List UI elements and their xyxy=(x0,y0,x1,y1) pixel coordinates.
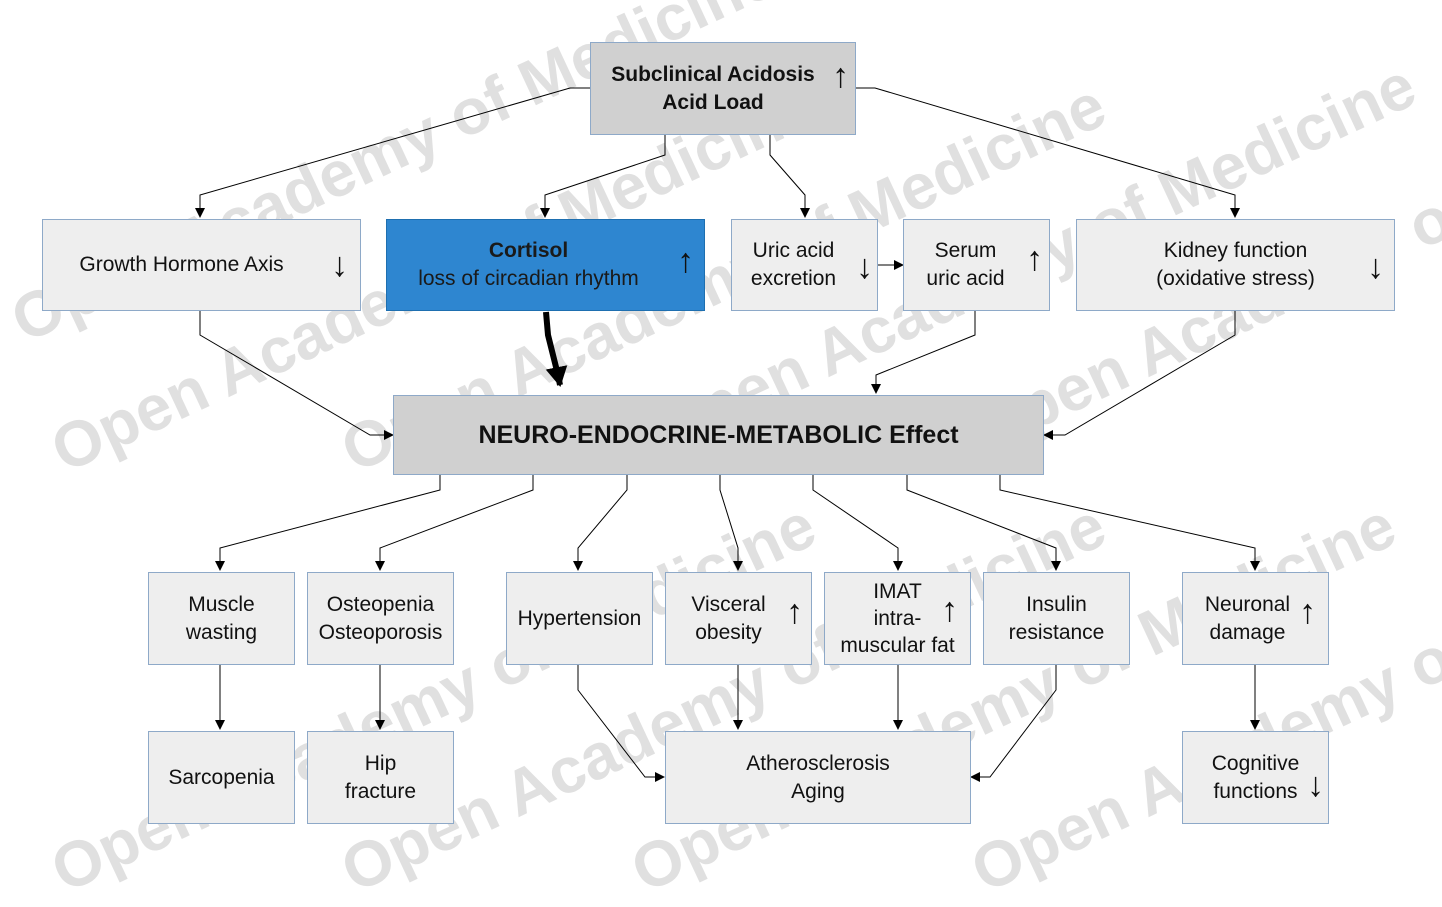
arrow-kidney-to-nem xyxy=(1043,310,1236,440)
node-label: IMAT xyxy=(873,580,922,603)
arrow-hypertension-to-athero xyxy=(577,665,665,782)
arrow-acid-to-growth xyxy=(195,87,590,218)
node-growth-hormone: Growth Hormone Axis ↓ xyxy=(42,219,361,311)
node-neuro-endocrine-metabolic: NEURO-ENDOCRINE-METABOLIC Effect xyxy=(393,395,1044,475)
node-label: obesity xyxy=(695,620,762,644)
node-label: excretion xyxy=(750,267,837,290)
node-serum-uric-acid: Serum uric acid ↑ xyxy=(903,219,1050,311)
down-arrow-icon: ↓ xyxy=(1307,766,1324,804)
up-arrow-icon: ↑ xyxy=(832,57,849,95)
arrow-nem-to-neuronal xyxy=(999,475,1260,571)
node-label: Acid Load xyxy=(662,90,764,114)
node-muscle-wasting: Muscle wasting xyxy=(148,572,295,665)
node-insulin-resistance: Insulin resistance xyxy=(983,572,1130,665)
arrow-nem-to-muscle xyxy=(215,475,441,571)
node-label: uric acid xyxy=(926,267,1005,290)
down-arrow-icon: ↓ xyxy=(1367,248,1384,286)
node-label: Muscle xyxy=(188,592,255,616)
up-arrow-icon: ↑ xyxy=(786,593,803,631)
node-cognitive-functions: Cognitive functions ↓ xyxy=(1182,731,1329,824)
node-label: Subclinical Acidosis xyxy=(611,62,815,86)
down-arrow-icon: ↓ xyxy=(331,246,348,284)
node-uric-excretion: Uric acid excretion ↓ xyxy=(731,219,878,311)
node-label: Hip xyxy=(364,751,397,775)
node-label: damage xyxy=(1209,620,1286,644)
down-arrow-icon: ↓ xyxy=(856,248,873,286)
node-kidney-function: Kidney function (oxidative stress) ↓ xyxy=(1076,219,1395,311)
node-label: Neuronal xyxy=(1204,592,1291,616)
node-label: Uric acid xyxy=(752,239,835,262)
node-label: Atherosclerosis xyxy=(746,751,890,775)
node-label: Visceral xyxy=(691,592,766,616)
node-neuronal-damage: Neuronal damage ↑ xyxy=(1182,572,1329,665)
arrow-nem-to-hypertension xyxy=(573,475,628,571)
node-acid-load: Subclinical Acidosis Acid Load ↑ xyxy=(590,42,856,135)
node-label: Cortisol xyxy=(488,239,569,262)
node-label: Cognitive xyxy=(1211,751,1300,775)
node-label: Osteoporosis xyxy=(318,620,443,644)
node-label: Growth Hormone Axis xyxy=(79,253,284,276)
node-label: Serum xyxy=(934,239,997,262)
arrow-nem-to-insulin xyxy=(906,475,1061,571)
node-label: intra- xyxy=(873,607,922,630)
connector-arrows xyxy=(195,87,1260,782)
arrow-nem-to-visceral xyxy=(719,475,743,571)
node-label: (oxidative stress) xyxy=(1156,267,1315,290)
node-osteopenia: Osteopenia Osteoporosis xyxy=(307,572,454,665)
node-label: muscular fat xyxy=(840,634,955,657)
node-label: functions xyxy=(1213,779,1298,803)
arrow-cortisol-to-nem-bold xyxy=(543,311,568,387)
node-hip-fracture: Hip fracture xyxy=(307,731,454,824)
arrow-growth-to-nem xyxy=(199,310,394,440)
node-label: loss of circadian rhythm xyxy=(418,267,639,290)
arrow-insulin-to-athero xyxy=(970,665,1057,782)
node-label: Osteopenia xyxy=(326,592,435,616)
up-arrow-icon: ↑ xyxy=(941,591,958,629)
node-sarcopenia: Sarcopenia xyxy=(148,731,295,824)
node-label: resistance xyxy=(1008,620,1105,644)
up-arrow-icon: ↑ xyxy=(1026,240,1043,278)
node-label: fracture xyxy=(344,779,417,803)
node-hypertension: Hypertension xyxy=(506,572,653,665)
arrow-nem-to-osteo xyxy=(375,475,534,571)
node-label: NEURO-ENDOCRINE-METABOLIC Effect xyxy=(478,421,959,449)
node-visceral-obesity: Visceral obesity ↑ xyxy=(665,572,812,665)
node-cortisol: Cortisol loss of circadian rhythm ↑ xyxy=(386,219,705,311)
up-arrow-icon: ↑ xyxy=(1299,593,1316,631)
node-label: Kidney function xyxy=(1163,239,1308,262)
up-arrow-icon: ↑ xyxy=(677,242,694,280)
arrow-acid-to-uric xyxy=(769,135,810,218)
node-label: Sarcopenia xyxy=(168,765,275,789)
node-label: wasting xyxy=(185,620,258,644)
arrow-acid-to-cortisol xyxy=(540,135,666,218)
node-label: Insulin xyxy=(1026,592,1087,616)
arrow-serum-to-nem xyxy=(871,310,976,394)
arrow-acid-to-kidney xyxy=(855,87,1240,218)
node-imat: IMAT intra- muscular fat ↑ xyxy=(824,572,971,665)
arrow-nem-to-imat xyxy=(812,475,903,571)
node-label: Aging xyxy=(791,779,845,803)
node-label: Hypertension xyxy=(517,606,642,630)
node-atherosclerosis: Atherosclerosis Aging xyxy=(665,731,971,824)
